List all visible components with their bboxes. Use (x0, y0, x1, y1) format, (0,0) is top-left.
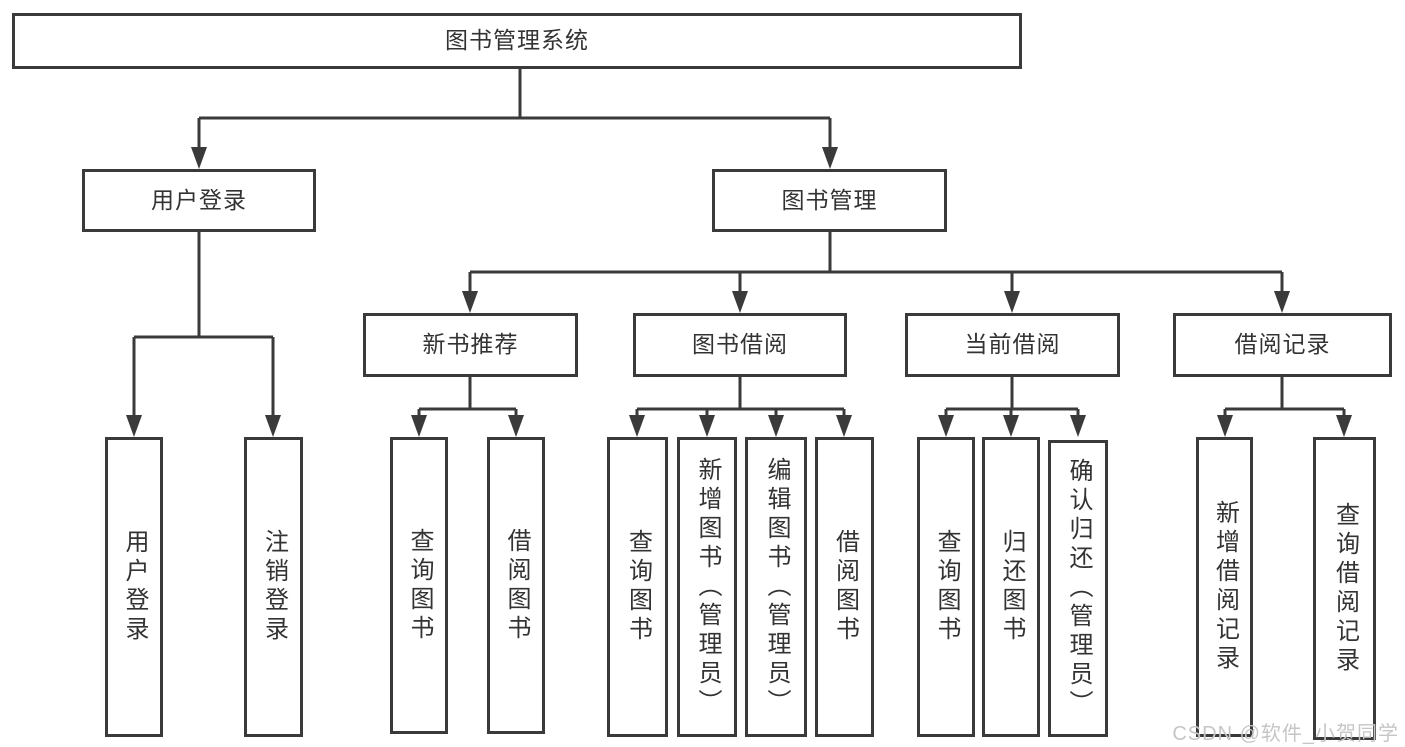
arrowhead (699, 415, 715, 437)
arrowhead (836, 415, 852, 437)
node-query-books-borrow: 查询图书 (607, 437, 668, 737)
node-user-login: 用户登录 (82, 169, 316, 232)
arrowhead (629, 415, 645, 437)
node-borrow-books-action: 借阅图书 (815, 437, 874, 737)
node-user-login-action: 用户登录 (105, 437, 163, 737)
node-library-system: 图书管理系统 (12, 13, 1022, 69)
node-add-books-admin: 新增图书（管理员） (677, 437, 737, 737)
node-query-books-current: 查询图书 (917, 437, 975, 737)
node-edit-books-admin: 编辑图书（管理员） (745, 437, 807, 737)
node-borrow-records: 借阅记录 (1173, 313, 1392, 377)
arrowhead (938, 415, 954, 437)
arrowhead (1217, 415, 1233, 437)
node-add-borrow-record: 新增借阅记录 (1196, 437, 1253, 737)
node-query-books-recommend: 查询图书 (390, 437, 448, 734)
node-new-book-recommend: 新书推荐 (363, 313, 578, 377)
node-current-borrow: 当前借阅 (905, 313, 1120, 377)
arrowhead (732, 291, 748, 313)
arrowhead (411, 415, 427, 437)
node-book-management: 图书管理 (712, 169, 947, 232)
arrowhead (1336, 415, 1352, 437)
node-logout-action: 注销登录 (244, 437, 303, 737)
node-confirm-return-admin: 确认归还（管理员） (1048, 440, 1108, 737)
arrowhead (265, 415, 281, 437)
arrowhead (1070, 415, 1086, 437)
arrowhead (1003, 415, 1019, 437)
arrowhead (462, 291, 478, 313)
arrowheads (126, 147, 1352, 437)
arrowhead (768, 415, 784, 437)
arrowhead (1004, 291, 1020, 313)
node-borrow-books-recommend: 借阅图书 (487, 437, 545, 734)
node-return-books: 归还图书 (982, 437, 1040, 737)
node-query-borrow-record: 查询借阅记录 (1313, 437, 1376, 740)
arrowhead (191, 147, 207, 169)
arrowhead (508, 415, 524, 437)
arrowhead (822, 147, 838, 169)
arrowhead (126, 415, 142, 437)
node-book-borrow: 图书借阅 (633, 313, 847, 377)
arrowhead (1274, 291, 1290, 313)
csdn-watermark: CSDN @软件_小贺同学 (1172, 723, 1399, 745)
